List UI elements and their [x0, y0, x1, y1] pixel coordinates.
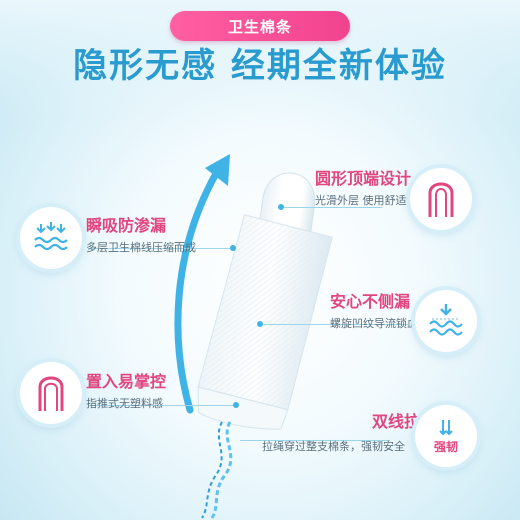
feature-title: 双线拉绳 [372, 412, 437, 431]
absorption-waves-icon [20, 207, 82, 269]
callout-dot-easy-insert [233, 402, 239, 408]
callout-dot-no-leak [257, 321, 263, 327]
feature-title: 置入易掌控 [86, 372, 167, 391]
callout-dot-absorb [230, 245, 236, 251]
feature-absorb: 瞬吸防渗漏 多层卫生棉线压缩而成 [86, 212, 196, 255]
feature-title: 瞬吸防渗漏 [86, 216, 167, 235]
pull-string [210, 421, 233, 519]
upward-arrow [174, 166, 222, 414]
feature-title: 圆形顶端设计 [315, 169, 412, 188]
category-badge: 卫生棉条 [170, 11, 350, 41]
feature-title: 安心不侧漏 [330, 292, 411, 311]
feature-double-string: 双线拉绳 拉绳穿过整支棉条，强韧安全 [262, 408, 436, 454]
feature-desc: 光滑外层 使用舒适 [315, 194, 407, 207]
feature-desc: 拉绳穿过整支棉条，强韧安全 [262, 440, 405, 453]
headline: 隐形无感 经期全新体验 [73, 46, 447, 86]
round-tip-icon [410, 168, 472, 230]
feature-no-leak: 安心不侧漏 螺旋凹纹导流锁血 [330, 288, 418, 331]
double-string-icon: 强韧 [415, 405, 477, 467]
callout-line-no-leak [263, 324, 408, 325]
callout-line-round-tip [284, 207, 382, 208]
callout-line-absorb [88, 248, 230, 249]
finger-push-icon [20, 362, 82, 424]
feature-desc: 指推式无塑料感 [86, 397, 163, 410]
tampon-body [197, 172, 333, 430]
feature-round-tip: 圆形顶端设计 光滑外层 使用舒适 [315, 165, 411, 208]
callout-line-double-string [240, 440, 390, 441]
feature-desc: 螺旋凹纹导流锁血 [330, 317, 418, 330]
callout-line-easy-insert [88, 405, 233, 406]
spiral-groove-icon [415, 290, 477, 352]
tampon-illustration [174, 154, 333, 519]
feature-easy-insert: 置入易掌控 指推式无塑料感 [86, 368, 166, 411]
callout-dot-round-tip [278, 204, 284, 210]
feature-desc: 多层卫生棉线压缩而成 [86, 241, 196, 254]
double-string-icon-label: 强韧 [433, 439, 458, 454]
